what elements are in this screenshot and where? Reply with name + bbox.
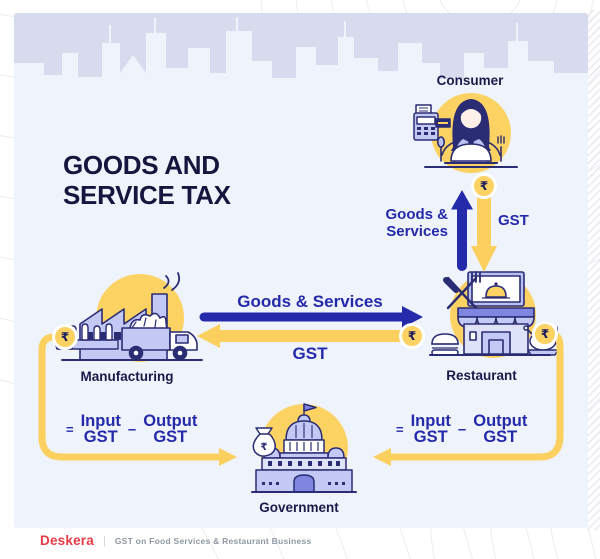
- output-word: Output: [473, 412, 528, 430]
- minus-sign: –: [457, 420, 467, 438]
- consumer-illustration: [413, 93, 518, 173]
- input-word: Input: [80, 412, 121, 430]
- consumer-label: Consumer: [436, 73, 504, 88]
- footer: Deskera | GST on Food Services & Restaur…: [40, 533, 311, 548]
- input-gst-word: GST: [413, 428, 448, 446]
- gst-vertical-label: GST: [498, 212, 529, 229]
- right-edge-hatch-decoration: [587, 10, 600, 530]
- manufacturing-illustration: [54, 272, 203, 362]
- brand-logo: Deskera: [40, 533, 94, 548]
- rupee-badge-consumer-gst: ₹: [471, 173, 497, 199]
- rupee-badge-restaurant: ₹: [532, 321, 558, 347]
- footer-separator: |: [102, 534, 106, 547]
- gst-horizontal-label: GST: [292, 344, 328, 363]
- storefront-icon: [457, 307, 535, 355]
- government-illustration: ₹: [251, 403, 357, 493]
- rupee-badge-manufacturing: ₹: [52, 324, 78, 350]
- equals-sign: =: [396, 421, 404, 437]
- utensils-icon: [443, 271, 481, 310]
- rupee-icon: ₹: [60, 330, 70, 344]
- output-gst-word: GST: [483, 428, 518, 446]
- input-word: Input: [410, 412, 451, 430]
- input-gst-term: Input GST: [80, 412, 121, 446]
- manufacturing-label: Manufacturing: [80, 369, 174, 384]
- government-label: Government: [259, 500, 339, 515]
- goods-services-vertical-line1: Goods &: [385, 206, 449, 223]
- output-word: Output: [143, 412, 198, 430]
- rupee-badge-restaurant-gst: ₹: [399, 323, 425, 349]
- rupee-icon: ₹: [407, 329, 417, 343]
- goods-services-vertical-label: Goods & Services: [348, 206, 449, 240]
- page-title: GOODS AND SERVICE TAX: [63, 150, 231, 210]
- city-skyline-banner: [14, 13, 588, 105]
- signboard-icon: [467, 271, 525, 307]
- money-bag-icon: ₹: [252, 427, 276, 457]
- burger-icon: [431, 333, 459, 356]
- footer-tagline: GST on Food Services & Restaurant Busine…: [114, 535, 312, 546]
- woman-dining-icon: [424, 99, 518, 168]
- restaurant-illustration: [429, 271, 558, 358]
- page-title-line1: GOODS AND: [63, 150, 220, 180]
- goods-services-horizontal-label: Goods & Services: [237, 292, 383, 311]
- restaurant-label: Restaurant: [446, 368, 517, 383]
- equation-restaurant: = Input GST – Output GST: [396, 412, 528, 446]
- rupee-icon: ₹: [540, 327, 550, 341]
- page-title-line2: SERVICE TAX: [63, 180, 231, 210]
- equals-sign: =: [66, 421, 74, 437]
- input-gst-term: Input GST: [410, 412, 451, 446]
- rupee-icon: ₹: [479, 179, 489, 193]
- output-gst-term: Output GST: [473, 412, 528, 446]
- government-building-icon: [251, 403, 357, 493]
- output-gst-term: Output GST: [143, 412, 198, 446]
- goods-services-vertical-line2: Services: [386, 223, 448, 240]
- output-gst-word: GST: [153, 428, 188, 446]
- rupee-icon: ₹: [261, 442, 268, 453]
- input-gst-word: GST: [83, 428, 118, 446]
- card-machine-icon: [413, 104, 451, 141]
- equation-manufacturing: = Input GST – Output GST: [66, 412, 198, 446]
- minus-sign: –: [127, 420, 137, 438]
